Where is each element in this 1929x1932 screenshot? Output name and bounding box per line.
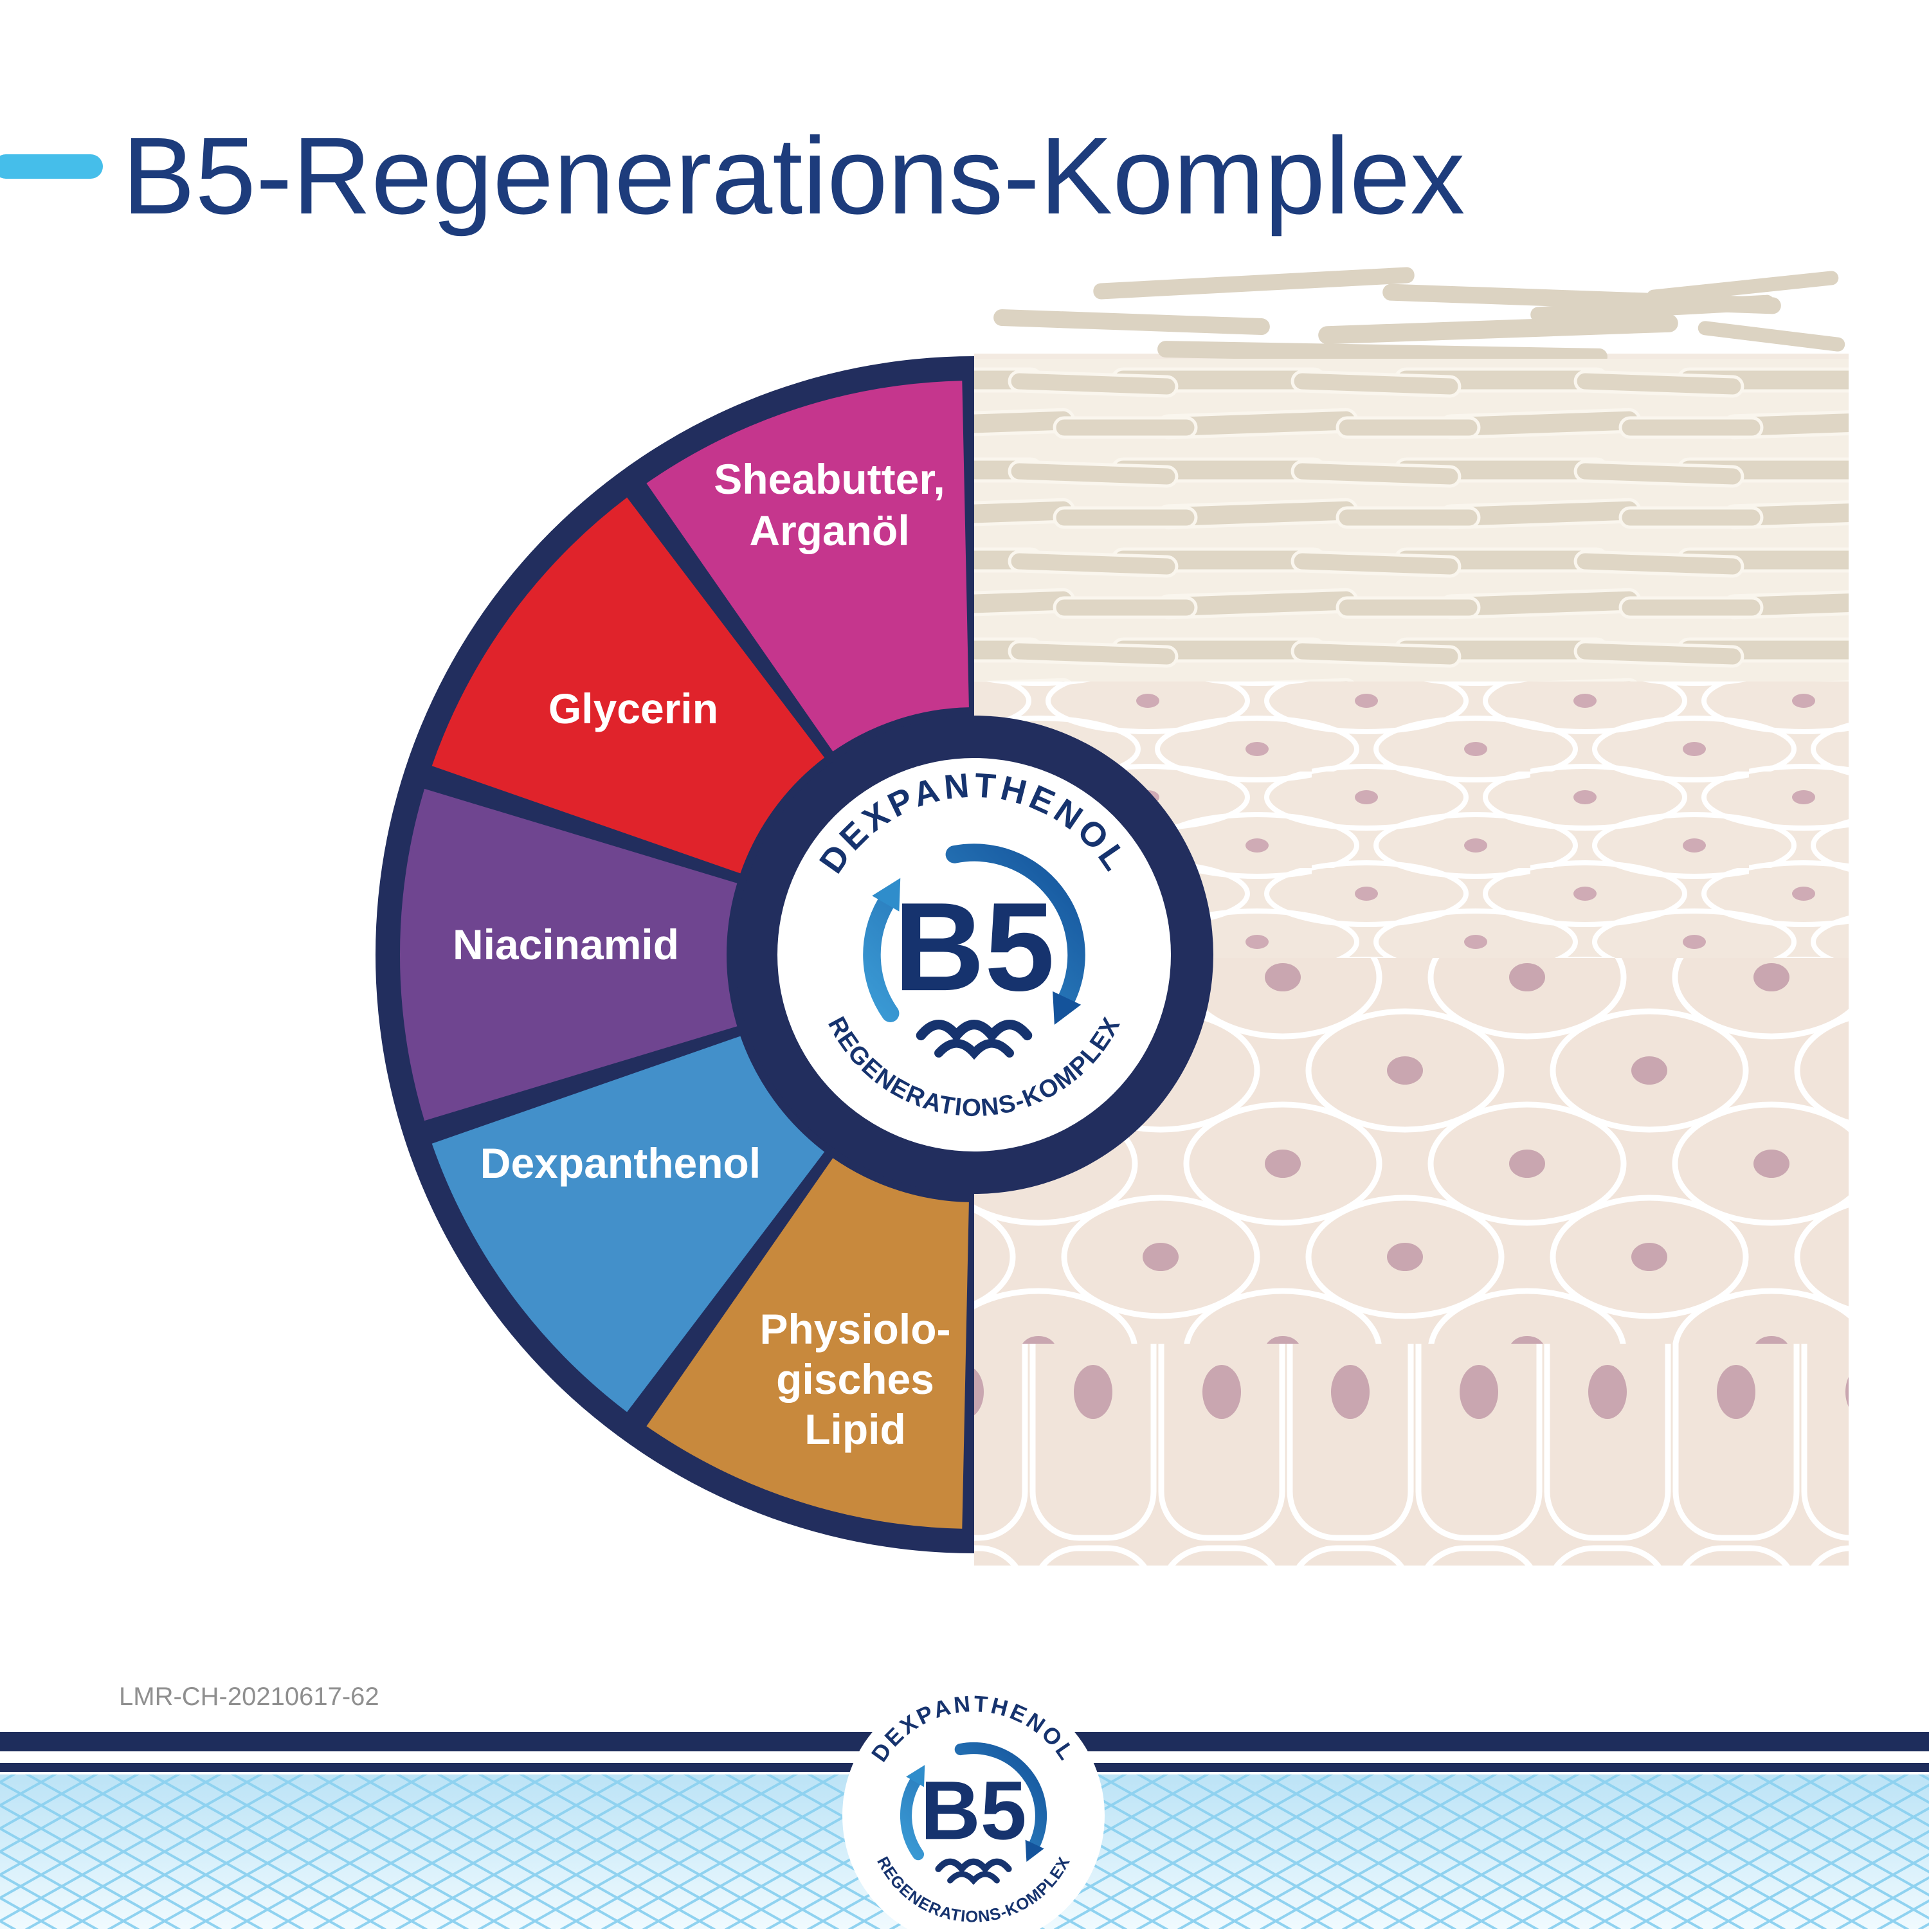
- segment-glycerin: [431, 497, 825, 874]
- accent-dash: [0, 154, 103, 179]
- b5-badge-center: [777, 758, 1171, 1151]
- loose-skin-flakes: [993, 267, 1845, 365]
- skin-illustration: [974, 267, 1849, 1566]
- page-title: B5-Regenerations-Komplex: [122, 115, 1465, 237]
- reference-code: LMR-CH-20210617-62: [119, 1683, 379, 1711]
- segment-label: Arganöl: [749, 507, 909, 554]
- segment-label: Sheabutter,: [714, 455, 945, 503]
- stratum-corneum-layer: [974, 359, 1849, 682]
- segment-sheabutter-arganoel: [646, 381, 969, 752]
- segment-label: gisches: [776, 1355, 934, 1403]
- segment-label: Glycerin: [548, 685, 718, 732]
- segment-label: Physiolo-: [759, 1305, 950, 1353]
- segment-label: Lipid: [804, 1405, 906, 1453]
- segment-labels: Sheabutter, Arganöl Glycerin Niacinamid …: [453, 455, 951, 1453]
- ingredient-wheel: Sheabutter, Arganöl Glycerin Niacinamid …: [376, 356, 1213, 1553]
- segment-label: Dexpanthenol: [480, 1139, 761, 1187]
- segment-niacinamid: [399, 788, 738, 1121]
- columnar-cell-layer: [974, 1344, 1849, 1566]
- segment-physiologisches-lipid: [646, 1158, 969, 1529]
- segment-label: Niacinamid: [453, 921, 679, 968]
- segment-dexpanthenol: [431, 1036, 825, 1413]
